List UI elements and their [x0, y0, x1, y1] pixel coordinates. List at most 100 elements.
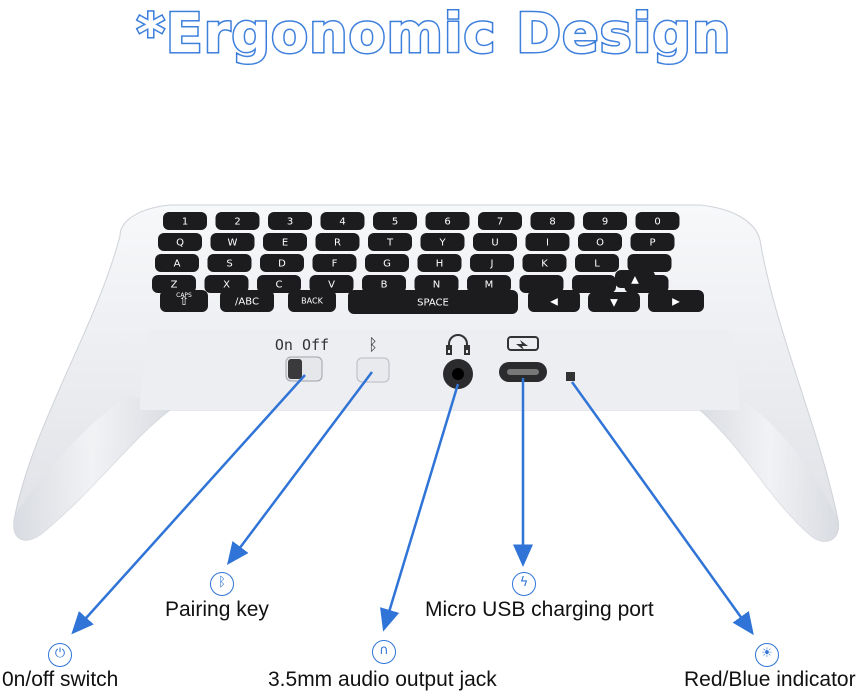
- key-row4-3-label: V: [328, 279, 335, 290]
- key-row2-9: [630, 233, 675, 251]
- key-space-label: SPACE: [417, 297, 449, 308]
- key-left-label: ◀: [550, 296, 558, 307]
- arrow-audio: [380, 383, 460, 632]
- key-right: [648, 290, 704, 312]
- key-row1-9-label: 0: [654, 216, 660, 227]
- onoff-switch-knob: [288, 359, 302, 379]
- key-row3-4: [365, 254, 409, 272]
- key-row4-3: [309, 275, 354, 293]
- key-row1-6: [478, 212, 522, 230]
- key-row1-5-label: 6: [444, 216, 450, 227]
- key-row2-3-label: R: [334, 237, 341, 248]
- arrow-indicator: [570, 381, 754, 636]
- key-row3-9: [627, 254, 672, 272]
- key-row4-5: [414, 275, 459, 293]
- key-row4-5-label: N: [433, 279, 440, 290]
- key-down: [588, 292, 640, 312]
- key-down-label: ▼: [610, 297, 618, 308]
- battery-icon: [507, 336, 539, 351]
- front-panel: [140, 330, 740, 410]
- headphones-icon: ∩: [372, 640, 396, 664]
- key-up-label: ▲: [631, 274, 639, 285]
- key-row2-2-label: E: [282, 237, 288, 248]
- key-row2-3: [315, 233, 360, 251]
- indicator-label: Red/Blue indicator: [684, 668, 856, 691]
- key-row2-7-label: I: [546, 237, 549, 248]
- key-row4-7: [519, 275, 564, 293]
- usb-port-label: Micro USB charging port: [425, 598, 654, 621]
- key-row4-4-label: B: [381, 279, 388, 290]
- key-caps-label: ⇧: [179, 294, 189, 308]
- key-row1-2-label: 3: [287, 216, 293, 227]
- key-row3-4-label: G: [383, 258, 391, 269]
- key-row4-0-label: Z: [171, 279, 178, 290]
- lightbulb-icon: ☀: [755, 643, 779, 667]
- key-row1-7: [530, 212, 575, 230]
- key-row3-5-label: H: [436, 258, 444, 269]
- arrow-pairing: [226, 371, 373, 565]
- key-row3-5: [417, 254, 462, 272]
- key-row4-6: [467, 275, 511, 293]
- key-row1-4-label: 5: [392, 216, 398, 227]
- key-row4-8: [572, 275, 616, 293]
- battery-bolt-icon: [516, 340, 528, 350]
- key-row2-5-label: Y: [438, 237, 446, 248]
- pairing-button: [356, 357, 390, 383]
- key-row3-6-label: J: [490, 258, 494, 269]
- right-grip: [700, 395, 839, 542]
- pairing-key-label: Pairing key: [165, 598, 269, 621]
- key-row1-3: [320, 212, 365, 230]
- key-row2-0: [158, 233, 202, 251]
- key-row4-4: [362, 275, 406, 293]
- key-row2-1-label: W: [228, 237, 238, 248]
- key-row3-0: [155, 254, 199, 272]
- bluetooth-icon: ᛒ: [210, 572, 234, 596]
- headphones-icon: [446, 334, 470, 355]
- key-row1-5: [425, 212, 470, 230]
- key-up: [615, 270, 655, 288]
- key-row2-2: [263, 233, 307, 251]
- key-row3-2: [260, 254, 304, 272]
- key-row3-7-label: K: [541, 258, 548, 269]
- key-row1-1-label: 2: [234, 216, 240, 227]
- key-row3-6: [470, 254, 514, 272]
- key-row1-3-label: 4: [339, 216, 345, 227]
- key-row1-0-label: 1: [182, 216, 188, 227]
- key-caps: [160, 290, 208, 312]
- key-row4-2-label: C: [276, 279, 283, 290]
- audio-jack-label: 3.5mm audio output jack: [268, 668, 497, 691]
- key-right-label: ▶: [672, 296, 680, 307]
- page-title: *Ergonomic Design: [135, 1, 732, 67]
- key-row1-6-label: 7: [497, 216, 503, 227]
- key-space: [348, 290, 518, 314]
- bluetooth-icon: ᛒ: [368, 335, 378, 354]
- key-row2-6: [473, 233, 517, 251]
- key-abc-label: /ABC: [235, 296, 259, 307]
- key-row3-1: [207, 254, 252, 272]
- key-row2-8-label: O: [596, 237, 604, 248]
- key-caps-label: CAPS: [176, 292, 192, 299]
- power-icon: ⏻: [48, 643, 72, 667]
- key-row4-1: [204, 275, 249, 293]
- key-row3-3: [312, 254, 357, 272]
- usb-port-inner: [507, 369, 539, 375]
- key-row2-4: [368, 233, 412, 251]
- key-row2-6-label: U: [491, 237, 498, 248]
- key-row1-0: [163, 212, 207, 230]
- key-row3-2-label: D: [278, 258, 286, 269]
- arrow-onoff: [71, 374, 306, 635]
- key-row2-8: [578, 233, 622, 251]
- key-back-label: BACK: [301, 297, 323, 306]
- key-row3-1-label: S: [226, 258, 232, 269]
- key-row4-2: [257, 275, 301, 293]
- key-row1-7-label: 8: [549, 216, 555, 227]
- key-abc: [220, 290, 274, 312]
- key-row3-0-label: A: [174, 258, 181, 269]
- key-row1-2: [268, 212, 312, 230]
- key-row3-7: [522, 254, 567, 272]
- key-row1-8-label: 9: [602, 216, 608, 227]
- audio-jack-inner: [452, 368, 464, 380]
- key-row1-4: [373, 212, 417, 230]
